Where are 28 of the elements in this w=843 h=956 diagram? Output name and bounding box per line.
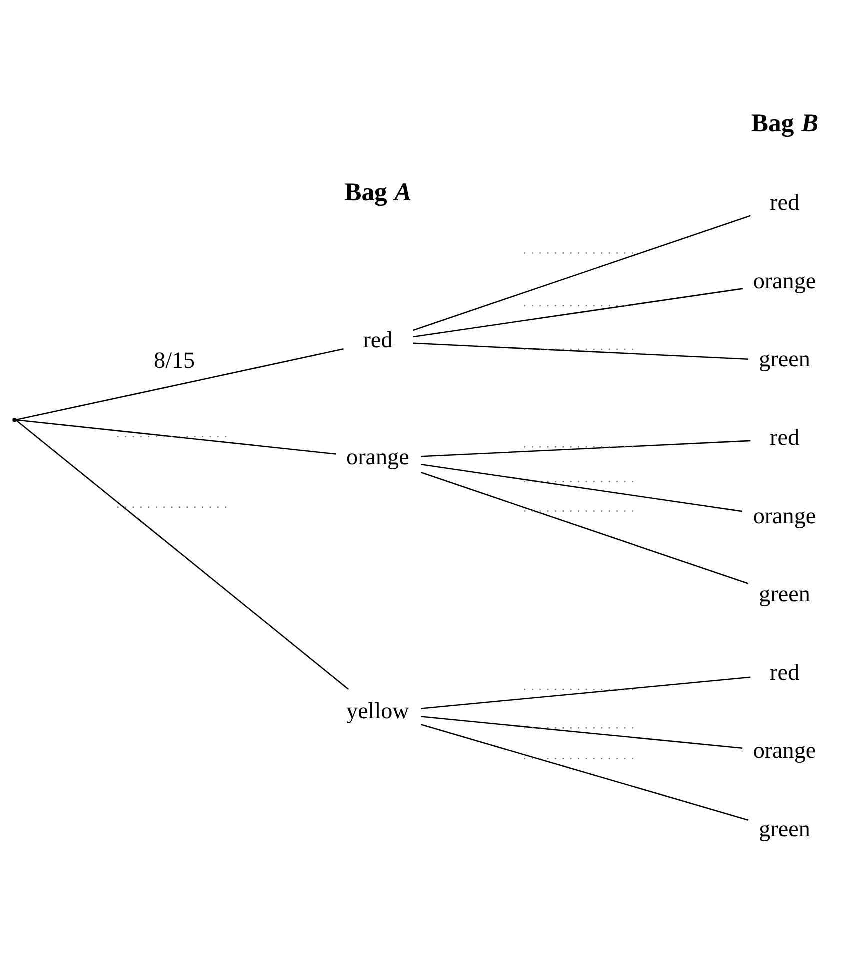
connector: [421, 676, 751, 709]
connector: [16, 419, 336, 454]
node-text: red: [770, 424, 800, 450]
node-text: yellow: [346, 696, 410, 723]
connector: [16, 348, 344, 420]
node-text: orange: [753, 266, 816, 293]
node-text: orange: [753, 502, 816, 528]
node-text: orange: [346, 442, 410, 469]
connector: [421, 716, 743, 749]
connector: [413, 288, 744, 338]
connector: [16, 419, 350, 690]
connector: [421, 472, 749, 584]
node-text: green: [759, 814, 810, 841]
node-point: [12, 418, 17, 422]
node-text: red: [363, 326, 393, 352]
node-text: red: [770, 188, 800, 215]
connector: [413, 342, 748, 360]
connector: [421, 440, 751, 457]
label: Bag B: [751, 108, 819, 137]
node-text: red: [770, 658, 800, 684]
edge-label: 8/15: [154, 346, 196, 373]
connector: [421, 464, 743, 512]
node-text: orange: [753, 736, 816, 763]
label: Bag A: [344, 177, 412, 206]
node-text: green: [759, 345, 810, 372]
connector: [421, 724, 749, 820]
node-text: green: [759, 580, 810, 606]
connector: [413, 214, 751, 331]
